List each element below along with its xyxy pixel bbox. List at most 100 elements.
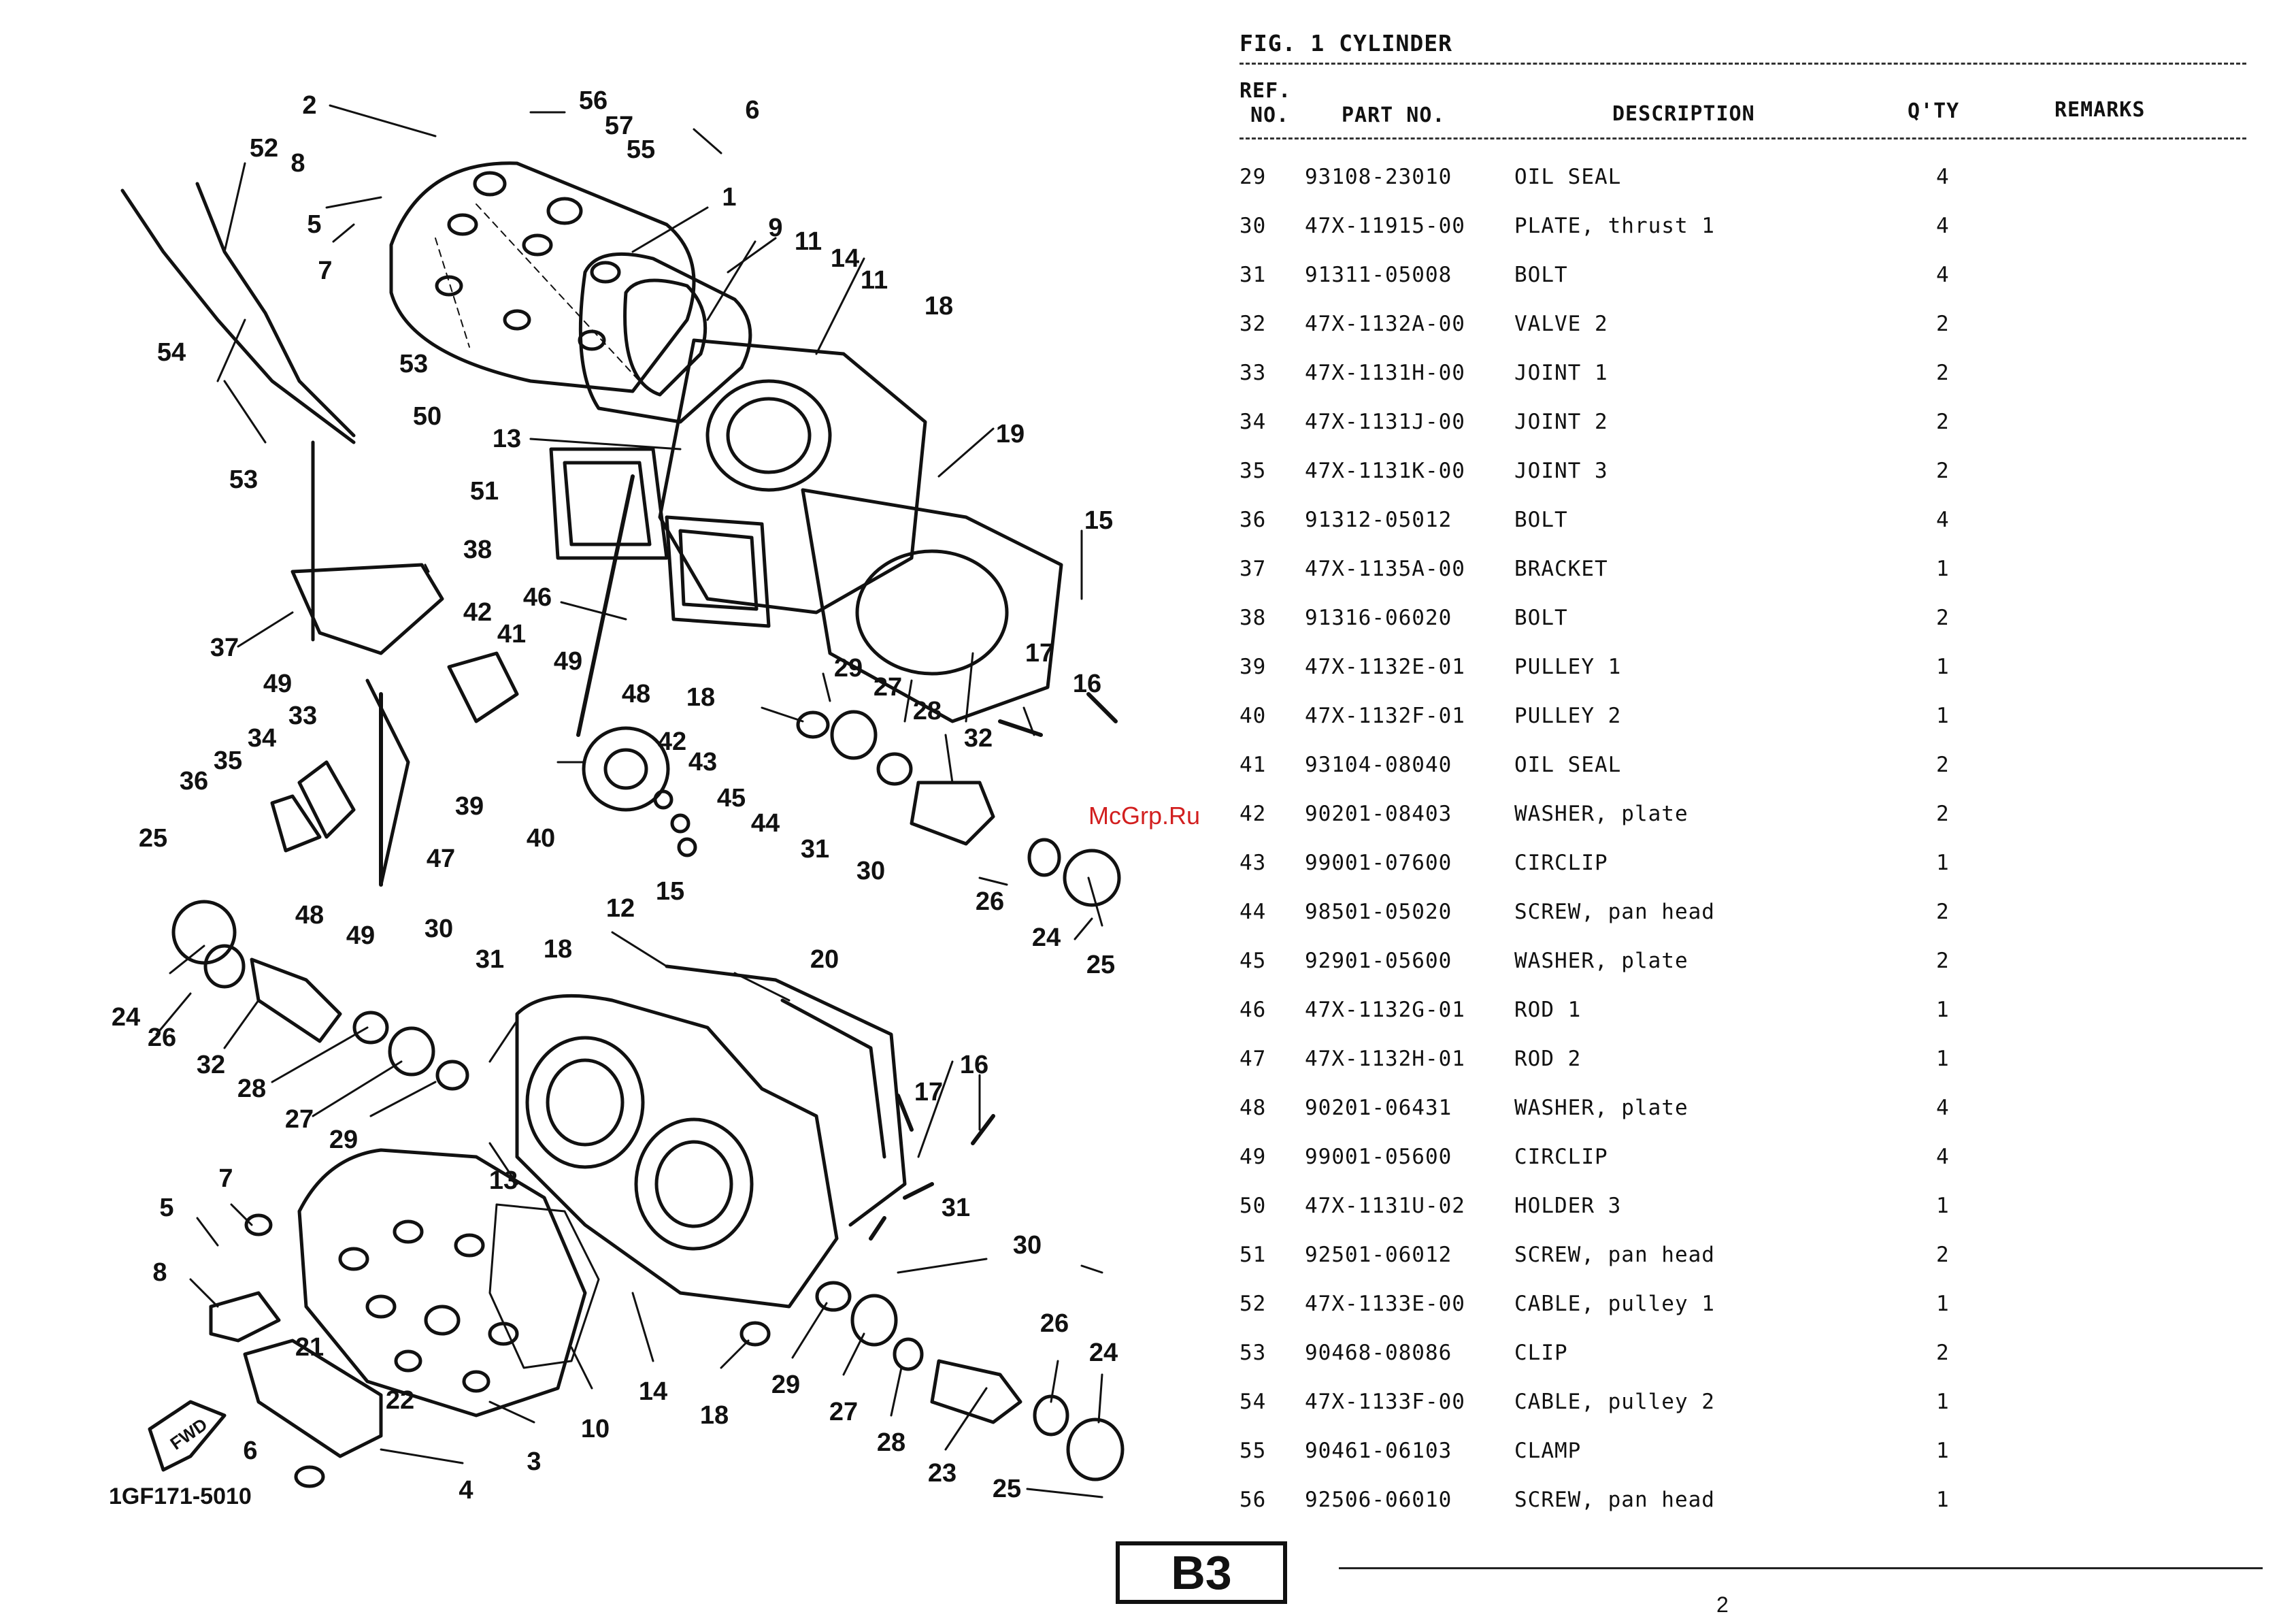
part-no: 47X-1131H-00 (1305, 361, 1465, 385)
ref-no: 40 (1239, 704, 1267, 728)
callout: 27 (829, 1398, 859, 1426)
callout: 13 (488, 1166, 518, 1195)
header-qty: Q'TY (1908, 99, 1960, 123)
ref-no: 29 (1239, 165, 1267, 189)
quantity: 2 (1936, 459, 1950, 483)
callout: 16 (959, 1051, 989, 1079)
description: PLATE, thrust 1 (1514, 214, 1715, 238)
description: BRACKET (1514, 557, 1608, 581)
part-no: 92501-06012 (1305, 1243, 1452, 1267)
fwd-arrow-shape (148, 1400, 227, 1472)
part-no: 47X-1133F-00 (1305, 1390, 1465, 1414)
description: OIL SEAL (1514, 165, 1622, 189)
part-no: 47X-1131J-00 (1305, 410, 1465, 434)
callout: 29 (771, 1371, 801, 1399)
description: HOLDER 3 (1514, 1194, 1622, 1218)
quantity: 2 (1936, 949, 1950, 973)
quantity: 1 (1936, 1488, 1950, 1512)
part-no: 47X-1131U-02 (1305, 1194, 1465, 1218)
description: PULLEY 1 (1514, 655, 1622, 679)
callout: 7 (218, 1164, 233, 1193)
title-rule (1239, 63, 2246, 65)
quantity: 2 (1936, 900, 1950, 924)
quantity: 1 (1936, 998, 1950, 1022)
callout: 31 (475, 945, 505, 974)
ref-no: 38 (1239, 606, 1267, 630)
description: ROD 2 (1514, 1047, 1582, 1071)
ref-no: 39 (1239, 655, 1267, 679)
callout: 48 (621, 680, 651, 708)
callout: 31 (941, 1194, 971, 1222)
ref-no: 41 (1239, 753, 1267, 777)
callout: 6 (745, 96, 760, 125)
callout: 24 (1088, 1339, 1118, 1367)
ref-no: 47 (1239, 1047, 1267, 1071)
callout: 50 (412, 402, 442, 431)
upper-base-gasket (801, 488, 1063, 723)
part-no: 90201-08403 (1305, 802, 1452, 826)
ref-no: 44 (1239, 900, 1267, 924)
quantity: 2 (1936, 312, 1950, 336)
callout: 29 (329, 1126, 359, 1154)
description: WASHER, plate (1514, 949, 1688, 973)
ref-no: 34 (1239, 410, 1267, 434)
figure-title: FIG. 1 CYLINDER (1239, 30, 1453, 56)
callout: 26 (975, 887, 1005, 916)
part-no: 92901-05600 (1305, 949, 1452, 973)
quantity: 4 (1936, 1145, 1950, 1169)
callout: 24 (1031, 923, 1061, 952)
lower-cylinder-block (515, 964, 907, 1309)
callout: 33 (288, 702, 318, 730)
quantity: 4 (1936, 165, 1950, 189)
callout: 52 (249, 134, 279, 163)
quantity: 1 (1936, 1194, 1950, 1218)
callout: 28 (237, 1075, 267, 1103)
callout: 4 (459, 1476, 473, 1505)
description: CABLE, pulley 2 (1514, 1390, 1715, 1414)
description: JOINT 3 (1514, 459, 1608, 483)
quantity: 2 (1936, 1341, 1950, 1365)
ref-no: 42 (1239, 802, 1267, 826)
part-no: 93108-23010 (1305, 165, 1452, 189)
callout: 18 (924, 292, 954, 321)
description: OIL SEAL (1514, 753, 1622, 777)
callout: 23 (927, 1459, 957, 1488)
upper-cylinder-block (549, 338, 927, 628)
callout: 42 (463, 598, 493, 627)
ref-no: 37 (1239, 557, 1267, 581)
callout: 9 (768, 214, 783, 242)
ref-no: 45 (1239, 949, 1267, 973)
part-no: 93104-08040 (1305, 753, 1452, 777)
ref-no: 53 (1239, 1341, 1267, 1365)
ref-no: 51 (1239, 1243, 1267, 1267)
description: SCREW, pan head (1514, 1488, 1715, 1512)
quantity: 2 (1936, 361, 1950, 385)
callout: 19 (995, 420, 1025, 448)
callout: 55 (626, 135, 656, 164)
quantity: 1 (1936, 704, 1950, 728)
callout: 42 (657, 727, 687, 756)
quantity: 1 (1936, 1390, 1950, 1414)
ref-no: 56 (1239, 1488, 1267, 1512)
valves-right-lower (739, 1094, 1125, 1481)
part-no: 99001-05600 (1305, 1145, 1452, 1169)
part-no: 90461-06103 (1305, 1439, 1452, 1463)
part-no: 90468-08086 (1305, 1341, 1452, 1365)
cables-upper-left (120, 182, 635, 887)
callout: 27 (873, 673, 903, 702)
description: VALVE 2 (1514, 312, 1608, 336)
ref-no: 30 (1239, 214, 1267, 238)
callout: 20 (810, 945, 839, 974)
